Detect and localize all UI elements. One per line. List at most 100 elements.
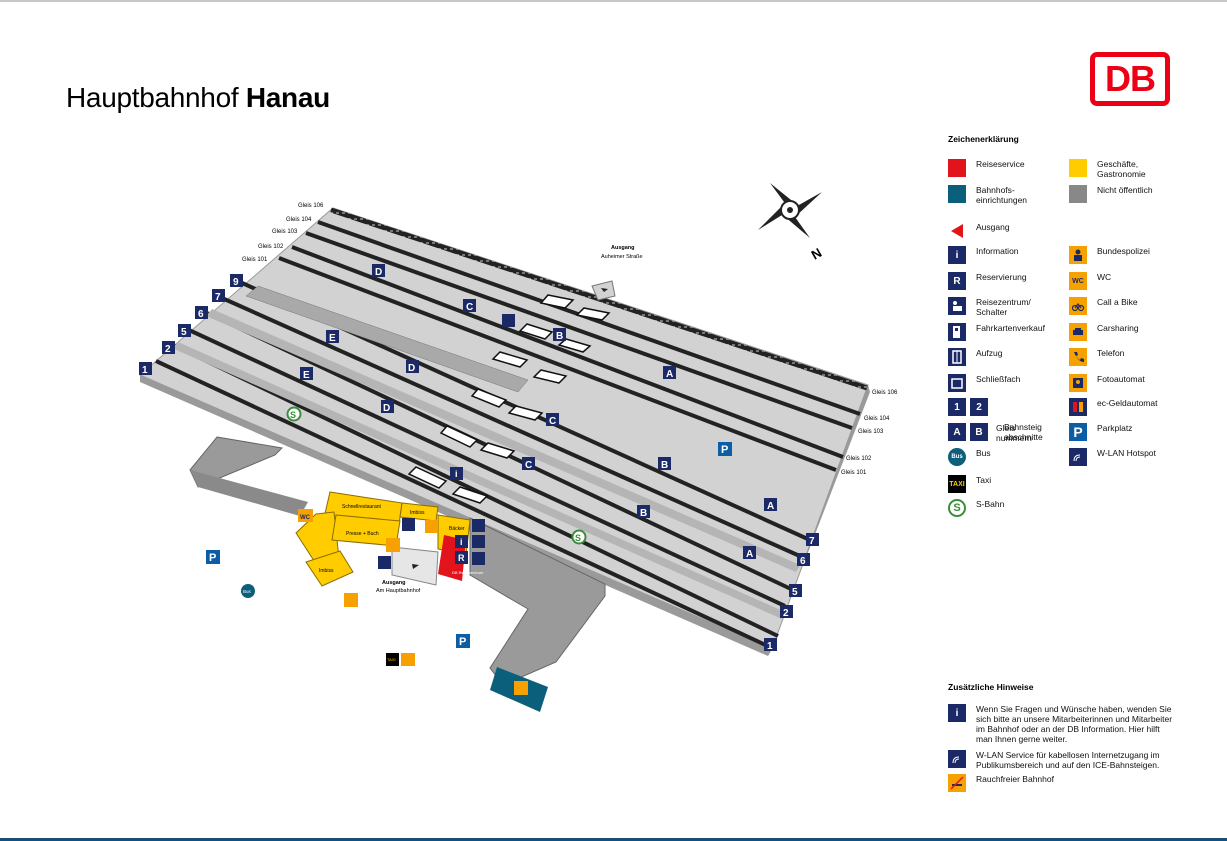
track-number-right-7: 7 (809, 536, 815, 547)
teal-square-icon (948, 185, 966, 203)
carsharing-icon (401, 653, 415, 666)
legend-item-ausgang: Ausgang (948, 222, 1068, 240)
exit-north-title: Ausgang (611, 245, 635, 251)
track-number-icon: 1 (948, 398, 966, 416)
information-icon (455, 535, 468, 548)
hints-heading: Zusätzliche Hinweise (948, 682, 1034, 692)
section-marker: B (556, 331, 563, 342)
exit-north-street: Auheimer Straße (601, 254, 643, 260)
track-number-2: 2 (165, 344, 171, 355)
yellow-square-icon (1069, 159, 1087, 177)
legend-item-wlan: W-LAN Hotspot (1069, 448, 1189, 466)
shop-label-baecker: Bäcker (449, 526, 465, 532)
legend-item-bus: Bus Bus (948, 448, 996, 466)
section-letter-icon: A (948, 423, 966, 441)
track-number-icon: 2 (970, 398, 988, 416)
carsharing-icon (1069, 323, 1087, 341)
legend-item-nicht-oeffentlich: Nicht öffentlich (1069, 185, 1189, 203)
reservation-icon: R (948, 272, 966, 290)
top-border (0, 0, 1227, 2)
hint-no-smoking: Rauchfreier Bahnhof (948, 774, 1178, 792)
wlan-hotspot-icon (502, 314, 515, 327)
track-number-9: 9 (233, 277, 239, 288)
legend-item-sbahn: S S-Bahn (948, 499, 1068, 517)
police-icon (1069, 246, 1087, 264)
bus-icon (241, 584, 255, 598)
parking-icon (456, 634, 470, 648)
parking-icon-label: P (721, 444, 728, 456)
police-icon (425, 520, 438, 533)
taxi-icon-label: TAXI (387, 657, 396, 662)
title-station-name: Hanau (245, 82, 330, 113)
track-number-7: 7 (215, 292, 221, 303)
legend-item-geldautomat: ec-Geldautomat (1069, 398, 1189, 416)
bike-icon (1069, 297, 1087, 315)
section-marker: C (549, 416, 556, 427)
exit-main-title: Ausgang (382, 580, 406, 586)
legend-item-carsharing: Carsharing (1069, 323, 1189, 341)
wlan-icon (948, 750, 966, 768)
telephone-icon (1069, 348, 1087, 366)
track-number-6: 6 (198, 309, 204, 320)
bus-icon-label: Bus (243, 589, 252, 594)
track-number-5: 5 (181, 327, 187, 338)
legend-item-telefon: Telefon (1069, 348, 1189, 366)
compass-rose: N (758, 183, 824, 263)
sbahn-icon-label: S (290, 410, 296, 420)
sbahn-icon-label: S (575, 533, 581, 543)
sbahn-icon: S (948, 499, 966, 517)
track-number-right-6: 6 (800, 556, 806, 567)
section-marker: A (767, 501, 774, 512)
section-marker: E (303, 370, 310, 381)
legend-item-reiseservice: Reiseservice (948, 159, 1068, 177)
shop-label-imbiss-2: Imbiss (319, 568, 334, 574)
exit-arrow-icon (948, 222, 966, 240)
wlan-icon (1069, 448, 1087, 466)
shop-label-presse: Presse + Buch (346, 531, 379, 537)
section-marker: B (640, 508, 647, 519)
section-marker: D (383, 403, 390, 414)
legend-item-reservierung: R Reservierung (948, 272, 1068, 290)
locker-icon (472, 519, 485, 532)
wc-icon (298, 509, 313, 522)
section-marker: C (466, 302, 473, 313)
bus-icon: Bus (948, 448, 966, 466)
parking-icon-label: P (459, 636, 466, 648)
wlan-hotspot-icon (378, 556, 391, 569)
legend-item-information: i Information (948, 246, 1068, 264)
sbahn-icon (571, 529, 587, 545)
track-label-left-106: Gleis 106 (298, 203, 324, 209)
exit-north: Ausgang Auheimer Straße (601, 245, 643, 260)
shop-label-reisezentrum: DB Reisezentrum (452, 570, 484, 575)
hint-wlan: W-LAN Service für kabellosen Internetzug… (948, 750, 1178, 770)
legend-item-bahnhofseinrichtungen: Bahnhofs- einrichtungen (948, 185, 1068, 205)
section-marker: C (525, 460, 532, 471)
police-icon (514, 681, 528, 695)
information-icon: i (948, 246, 966, 264)
information-icon-label: i (460, 537, 463, 547)
title-prefix: Hauptbahnhof (66, 82, 239, 113)
platform-sections: D C B A E D C B A E D C B A (300, 264, 777, 560)
track-label-right-103: Gleis 103 (858, 429, 884, 435)
track-number-right-1: 1 (767, 641, 773, 652)
ticket-machine-icon (472, 552, 485, 565)
section-marker: E (329, 333, 336, 344)
shop-label-imbiss: Imbiss (410, 510, 425, 516)
track-labels-left: Gleis 106 Gleis 104 Gleis 103 Gleis 102 … (242, 203, 324, 263)
track-number-right-2: 2 (783, 608, 789, 619)
track-label-left-103: Gleis 103 (272, 229, 298, 235)
track-number-right-5: 5 (792, 587, 798, 598)
parking-icon (718, 442, 732, 456)
track-label-left-104: Gleis 104 (286, 217, 312, 223)
legend-item-taxi: TAXI Taxi (948, 475, 1068, 493)
information-icon-label: i (455, 469, 458, 479)
travel-center-icon (472, 535, 485, 548)
track-number-1: 1 (142, 365, 148, 376)
compass-north-label: N (809, 245, 825, 263)
no-smoking-icon (948, 774, 966, 792)
reservation-icon (455, 551, 468, 564)
legend-item-parkplatz: P Parkplatz (1069, 423, 1189, 441)
photo-booth-icon (1069, 374, 1087, 392)
section-letter-icon: B (970, 423, 988, 441)
legend-item-reisezentrum: Reisezentrum/ Schalter (948, 297, 1068, 317)
